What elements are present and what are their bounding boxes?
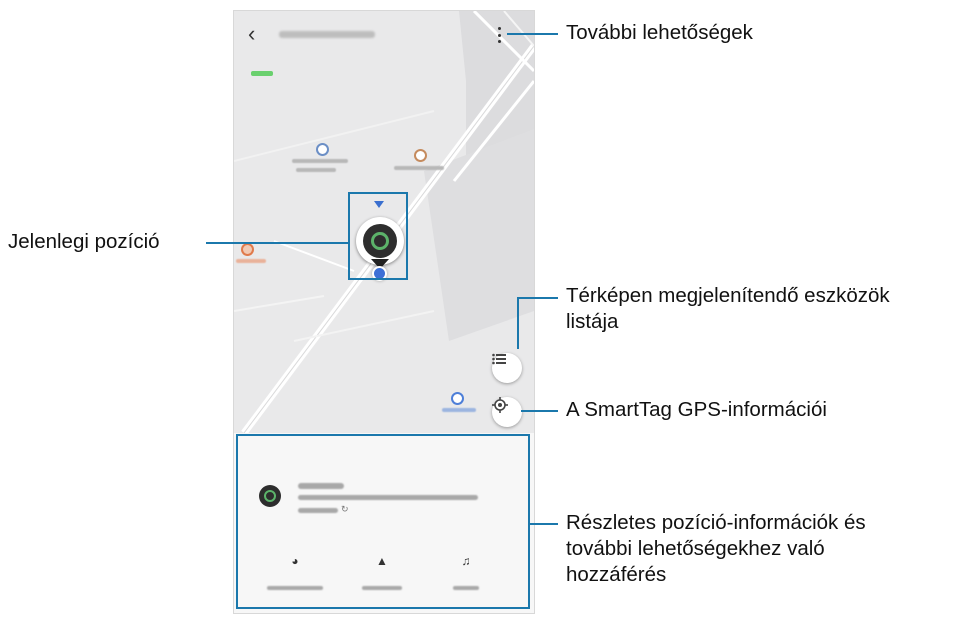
current-position-highlight	[348, 192, 408, 280]
callout-current-position: Jelenlegi pozíció	[8, 230, 160, 253]
smarttag-device-icon	[259, 485, 281, 507]
callout-more-options: További lehetőségek	[566, 21, 753, 44]
pin-tip	[371, 259, 389, 269]
back-button[interactable]: ‹	[248, 21, 256, 46]
leader-line	[521, 410, 558, 412]
app-title-blurred	[279, 31, 375, 38]
action-label-blurred	[453, 586, 479, 590]
more-options-button[interactable]	[496, 27, 502, 43]
leader-line	[507, 33, 558, 35]
music-note-icon: ♫	[461, 554, 471, 568]
device-time-blurred	[298, 508, 338, 513]
details-sheet[interactable]: ↻ ◕ ▲ ♫	[234, 433, 534, 613]
app-bar: ‹	[234, 11, 534, 57]
device-address-blurred	[298, 495, 478, 500]
device-list-button[interactable]	[492, 353, 522, 383]
action-label-blurred	[267, 586, 323, 590]
leader-line	[517, 297, 558, 299]
map-view[interactable]: ‹	[234, 11, 534, 433]
current-position-marker[interactable]	[356, 217, 404, 265]
poi-label-blurred	[296, 168, 336, 172]
callout-device-list: Térképen megjelenítendő eszközök listája	[566, 284, 890, 333]
refresh-icon[interactable]: ↻	[341, 504, 349, 514]
location-dot	[372, 266, 387, 281]
leader-line	[517, 297, 519, 349]
poi-marker[interactable]	[241, 243, 254, 256]
leader-line	[530, 523, 558, 525]
action-label-blurred	[362, 586, 402, 590]
callout-details: Részletes pozíció-információk és további…	[566, 511, 866, 586]
list-icon	[492, 353, 506, 365]
poi-label-blurred	[292, 159, 348, 163]
poi-marker[interactable]	[451, 392, 464, 405]
gps-target-icon	[492, 397, 508, 413]
action-button-navigate[interactable]: ▲	[372, 551, 392, 571]
poi-marker[interactable]	[414, 149, 427, 162]
direction-arrow-icon	[374, 201, 384, 208]
leader-line	[206, 242, 348, 244]
callout-gps-info: A SmartTag GPS-információi	[566, 398, 827, 421]
navigation-arrow-icon: ▲	[376, 554, 388, 568]
smarttag-pin-icon	[363, 224, 397, 258]
poi-label-blurred	[442, 408, 476, 412]
action-button-palette[interactable]: ◕	[285, 551, 305, 571]
poi-label-blurred	[236, 259, 266, 263]
gps-info-button[interactable]	[492, 397, 522, 427]
poi-label-blurred	[394, 166, 444, 170]
poi-marker[interactable]	[316, 143, 329, 156]
details-highlight	[236, 434, 530, 609]
phone-screen: ‹	[233, 10, 535, 614]
palette-icon: ◕	[291, 554, 299, 568]
action-button-ring[interactable]: ♫	[456, 551, 476, 571]
device-name-blurred	[298, 483, 344, 489]
status-indicator	[251, 71, 273, 76]
